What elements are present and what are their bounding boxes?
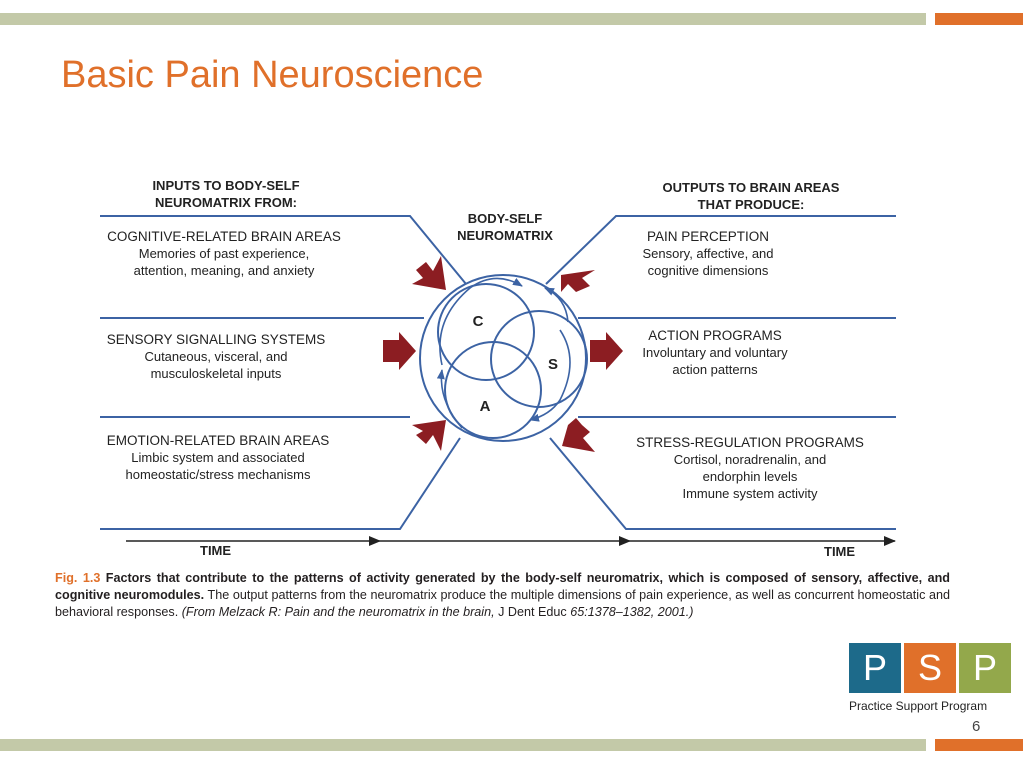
logo-text: Practice Support Program <box>849 699 988 713</box>
circle-label-s: S <box>548 356 558 373</box>
slide-title: Basic Pain Neuroscience <box>61 54 484 96</box>
logo-letter-p2: P <box>959 643 1011 693</box>
top-orange-accent <box>935 13 1023 25</box>
caption-source-1: (From Melzack R: Pain and the neuromatri… <box>181 605 495 619</box>
input-arrows <box>383 256 446 451</box>
output-stress-line3: Immune system activity <box>682 486 818 501</box>
caption-body-text: The output patterns from the neuromatrix… <box>55 588 951 619</box>
inputs-heading: INPUTS TO BODY-SELF NEUROMATRIX FROM: <box>152 178 299 210</box>
flow-arrows <box>436 277 571 429</box>
outputs-heading-line1: OUTPUTS TO BRAIN AREAS <box>663 180 840 195</box>
inputs-heading-line1: INPUTS TO BODY-SELF <box>152 178 299 193</box>
output-pain-title: PAIN PERCEPTION <box>647 229 769 244</box>
neuromatrix-diagram: INPUTS TO BODY-SELF NEUROMATRIX FROM: BO… <box>100 178 896 559</box>
input-arrow-cognitive <box>412 256 446 290</box>
cognitive-circle <box>437 283 535 381</box>
output-pain-line2: cognitive dimensions <box>648 263 769 278</box>
output-arrow-action <box>590 332 623 370</box>
output-action-title: ACTION PROGRAMS <box>648 328 782 343</box>
caption-fig-label: Fig. 1.3 <box>55 571 101 585</box>
output-action-line1: Involuntary and voluntary <box>642 345 788 360</box>
output-action: ACTION PROGRAMS Involuntary and voluntar… <box>642 328 788 377</box>
outputs-heading-line2: THAT PRODUCE: <box>698 197 805 212</box>
output-action-line2: action patterns <box>672 362 758 377</box>
time-label-left: TIME <box>200 543 231 558</box>
output-stress: STRESS-REGULATION PROGRAMS Cortisol, nor… <box>636 435 864 501</box>
input-arrow-sensory <box>383 332 416 370</box>
affective-circle <box>444 341 542 439</box>
output-pain: PAIN PERCEPTION Sensory, affective, and … <box>642 229 773 278</box>
input-arrow-emotion <box>412 420 446 451</box>
output-frame-lines <box>545 215 896 530</box>
time-axis: TIME TIME <box>126 536 896 559</box>
input-emotion: EMOTION-RELATED BRAIN AREAS Limbic syste… <box>107 433 330 482</box>
center-heading: BODY-SELF NEUROMATRIX <box>457 211 553 243</box>
outputs-heading: OUTPUTS TO BRAIN AREAS THAT PRODUCE: <box>663 180 840 212</box>
caption-source-journal: J Dent Educ <box>494 605 571 619</box>
sensory-circle <box>490 310 588 408</box>
flow-arrow-top-right <box>544 287 569 323</box>
input-frame-lines <box>100 215 467 530</box>
output-stress-line1: Cortisol, noradrenalin, and <box>674 452 826 467</box>
output-arrow-pain <box>561 270 595 292</box>
flow-arrow-top <box>439 277 523 366</box>
input-cognitive-line1: Memories of past experience, <box>139 246 310 261</box>
input-emotion-line1: Limbic system and associated <box>131 450 304 465</box>
neuromatrix-circles <box>419 274 588 442</box>
output-stress-title: STRESS-REGULATION PROGRAMS <box>636 435 864 450</box>
bottom-orange-accent <box>935 739 1023 751</box>
output-arrow-stress <box>562 418 595 452</box>
input-emotion-title: EMOTION-RELATED BRAIN AREAS <box>107 433 330 448</box>
inputs-heading-line2: NEUROMATRIX FROM: <box>155 195 297 210</box>
flow-arrow-right <box>529 329 571 422</box>
caption-source-2: 65:1378–1382, 2001.) <box>570 605 694 619</box>
flow-arrow-left <box>436 369 463 429</box>
center-heading-line2: NEUROMATRIX <box>457 228 553 243</box>
input-cognitive: COGNITIVE-RELATED BRAIN AREAS Memories o… <box>107 229 341 278</box>
input-emotion-line2: homeostatic/stress mechanisms <box>126 467 311 482</box>
input-sensory-title: SENSORY SIGNALLING SYSTEMS <box>107 332 326 347</box>
input-sensory: SENSORY SIGNALLING SYSTEMS Cutaneous, vi… <box>107 332 326 381</box>
input-sensory-line2: musculoskeletal inputs <box>151 366 282 381</box>
caption-bold-text: Factors that contribute to the patterns … <box>55 571 951 602</box>
circle-label-c: C <box>473 313 484 330</box>
logo-letter-s: S <box>904 643 956 693</box>
figure-caption: Fig. 1.3 Factors that contribute to the … <box>55 570 950 621</box>
page-number: 6 <box>972 718 981 735</box>
output-stress-line2: endorphin levels <box>703 469 798 484</box>
bottom-accent-bar <box>0 739 926 751</box>
time-label-right: TIME <box>824 544 855 559</box>
center-heading-line1: BODY-SELF <box>468 211 542 226</box>
input-cognitive-title: COGNITIVE-RELATED BRAIN AREAS <box>107 229 341 244</box>
output-pain-line1: Sensory, affective, and <box>642 246 773 261</box>
output-arrows <box>561 270 623 452</box>
circle-label-a: A <box>480 398 491 415</box>
input-sensory-line1: Cutaneous, visceral, and <box>144 349 287 364</box>
input-cognitive-line2: attention, meaning, and anxiety <box>134 263 315 278</box>
logo-letter-p1: P <box>849 643 901 693</box>
top-accent-bar <box>0 13 926 25</box>
